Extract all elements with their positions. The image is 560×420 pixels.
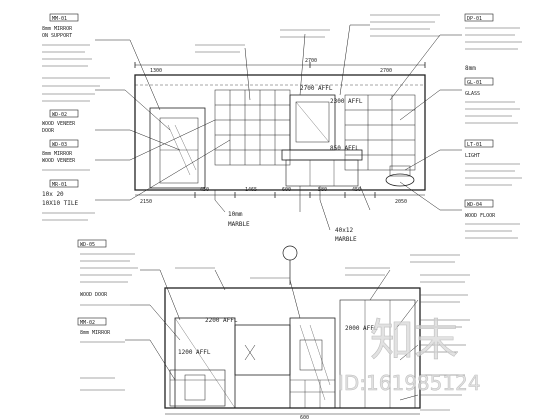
section-marker — [282, 245, 298, 285]
callout-tag-lower-0: WD-05 — [80, 242, 95, 248]
toilet-bowl — [385, 173, 415, 187]
callout-text-left-2a: 8mm MIRROR — [42, 151, 73, 157]
tile-grid — [214, 89, 291, 166]
affl-2000-label: 2000 AFFL — [345, 325, 378, 332]
watermark-id: ID:161985124 — [338, 371, 481, 395]
callout-tag-right-3: WD-04 — [467, 202, 482, 208]
callout-text-left-1a: WOOD VENEER — [42, 121, 76, 127]
callout-text-right-2: LIGHT — [465, 153, 480, 159]
callout-tag-left-1: WD-02 — [52, 112, 67, 118]
dim-bottom-left: 2150 — [140, 199, 152, 205]
dim-bottom-b2: 1465 — [245, 187, 257, 193]
callout-tag-right-1: GL-01 — [467, 80, 482, 86]
affl-1200-label: 1200 AFFL — [178, 349, 211, 356]
left-callouts: MM-01 8mm MIRROR ON SUPPORT WD-02 WOOD V… — [42, 13, 231, 221]
right-callouts: DP-01 8mm GL-01 GLASS LT-01 LIGHT WD-04 … — [389, 13, 522, 239]
affl-2300-label: 2300 AFFL — [330, 98, 363, 105]
shower-glass — [289, 317, 336, 409]
callout-tag-left-2: WD-03 — [52, 142, 67, 148]
dim-bottom-b5: 450 — [352, 187, 361, 193]
callout-text-left-3a: 10x 20 — [42, 191, 64, 198]
upper-elevation-frame — [134, 74, 426, 191]
callout-tag-right-2: LT-01 — [467, 142, 482, 148]
dim-top-3: 2700 — [380, 68, 392, 74]
callout-text-right-0: 8mm — [465, 65, 476, 72]
callout-text-left-1b: DOOR — [42, 128, 55, 134]
top-callouts — [195, 14, 440, 101]
dim-bottom-b6: 2050 — [395, 199, 407, 205]
callout-tag-lower-1: MM-02 — [80, 320, 95, 326]
mid-label-1b: MARBLE — [335, 236, 357, 243]
affl-850-label: 850 AFFL — [330, 145, 359, 152]
lower-elevation — [164, 287, 421, 415]
upper-elevation — [134, 62, 426, 198]
center-niche — [234, 324, 291, 376]
mid-label-0b: MARBLE — [228, 221, 250, 228]
watermark: 知末 ID:161985124 — [338, 315, 481, 396]
callout-text-left-2b: WOOD VENEER — [42, 158, 76, 164]
dim-lower-total: 600 — [300, 415, 309, 420]
lower-right-callouts — [175, 254, 470, 411]
callout-tag-right-0: DP-01 — [467, 16, 482, 22]
dim-top-2: 2700 — [305, 58, 317, 64]
callout-tag-left-0: MM-01 — [52, 16, 67, 22]
mid-labels: 10mm MARBLE 40x12 MARBLE — [214, 185, 371, 243]
left-door-panel — [149, 107, 206, 189]
callout-tag-left-3: MR-01 — [52, 182, 67, 188]
dim-top-1: 1300 — [150, 68, 162, 74]
callout-text-right-3: WOOD FLOOR — [465, 213, 496, 219]
callout-text-right-1: GLASS — [465, 91, 480, 97]
mid-label-1a: 40x12 — [335, 227, 353, 234]
mid-label-0a: 10mm — [228, 211, 243, 218]
callout-text-left-3b: 10X10 TILE — [42, 200, 79, 207]
right-tile-grid — [344, 94, 416, 171]
callout-text-left-0a: 8mm MIRROR — [42, 26, 73, 32]
lower-left-callouts: WD-05 WOOD DOOR MM-02 8mm MIRROR — [77, 239, 181, 391]
watermark-logo: 知末 — [370, 315, 458, 366]
affl-2700-label: 2700 AFFL — [300, 85, 333, 92]
dim-bottom-b3: 600 — [282, 187, 291, 193]
dim-bottom-b4: 580 — [318, 187, 327, 193]
dim-bottom-b1: 450 — [200, 187, 209, 193]
callout-text-left-0b: ON SUPPORT — [42, 33, 72, 39]
affl-2200-label: 2200 AFFL — [205, 317, 238, 324]
callout-text-lower-0: WOOD DOOR — [80, 292, 108, 298]
callout-text-lower-1: 8mm MIRROR — [80, 330, 111, 336]
